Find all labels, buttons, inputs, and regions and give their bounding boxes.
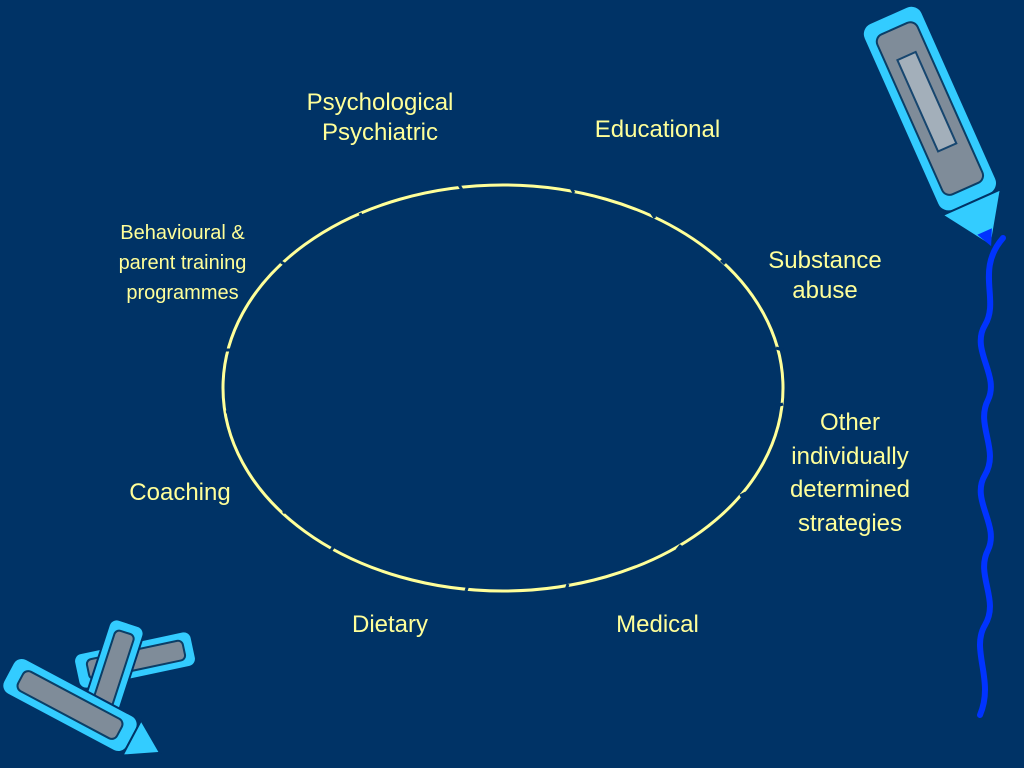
label-line: Psychological (306, 89, 454, 116)
label-line: individually (791, 442, 909, 470)
label-line: programmes (126, 282, 239, 304)
label-line: parent training (118, 252, 247, 274)
label-substance-abuse: Substance abuse (750, 246, 900, 306)
label-line: strategies (797, 509, 903, 537)
label-psychological-psychiatric: Psychological Psychiatric (290, 88, 470, 148)
label-coaching: Coaching (110, 478, 250, 508)
label-line: Coaching (129, 479, 231, 506)
label-line: Dietary (351, 611, 429, 638)
label-line: Behavioural & (120, 222, 245, 244)
label-behavioural-parent-training: Behavioural & parent training programmes (95, 218, 270, 308)
ellipse-segment-gaps (225, 182, 784, 592)
label-dietary: Dietary (330, 610, 450, 640)
label-line: Psychiatric (321, 119, 439, 146)
label-line: abuse (792, 277, 858, 304)
label-other-strategies: Other individually determined strategies (770, 406, 930, 540)
label-line: Other (819, 409, 881, 436)
label-line: determined (789, 476, 911, 504)
label-medical: Medical (595, 610, 720, 640)
label-line: Substance (768, 247, 882, 274)
cycle-ellipse (221, 183, 785, 593)
squiggle-line-icon (977, 235, 1006, 718)
label-educational: Educational (570, 115, 745, 145)
crayon-pair-icon (1, 618, 197, 757)
label-line: Medical (616, 611, 699, 638)
label-line: Educational (594, 116, 721, 143)
crayon-icon (861, 4, 1003, 248)
